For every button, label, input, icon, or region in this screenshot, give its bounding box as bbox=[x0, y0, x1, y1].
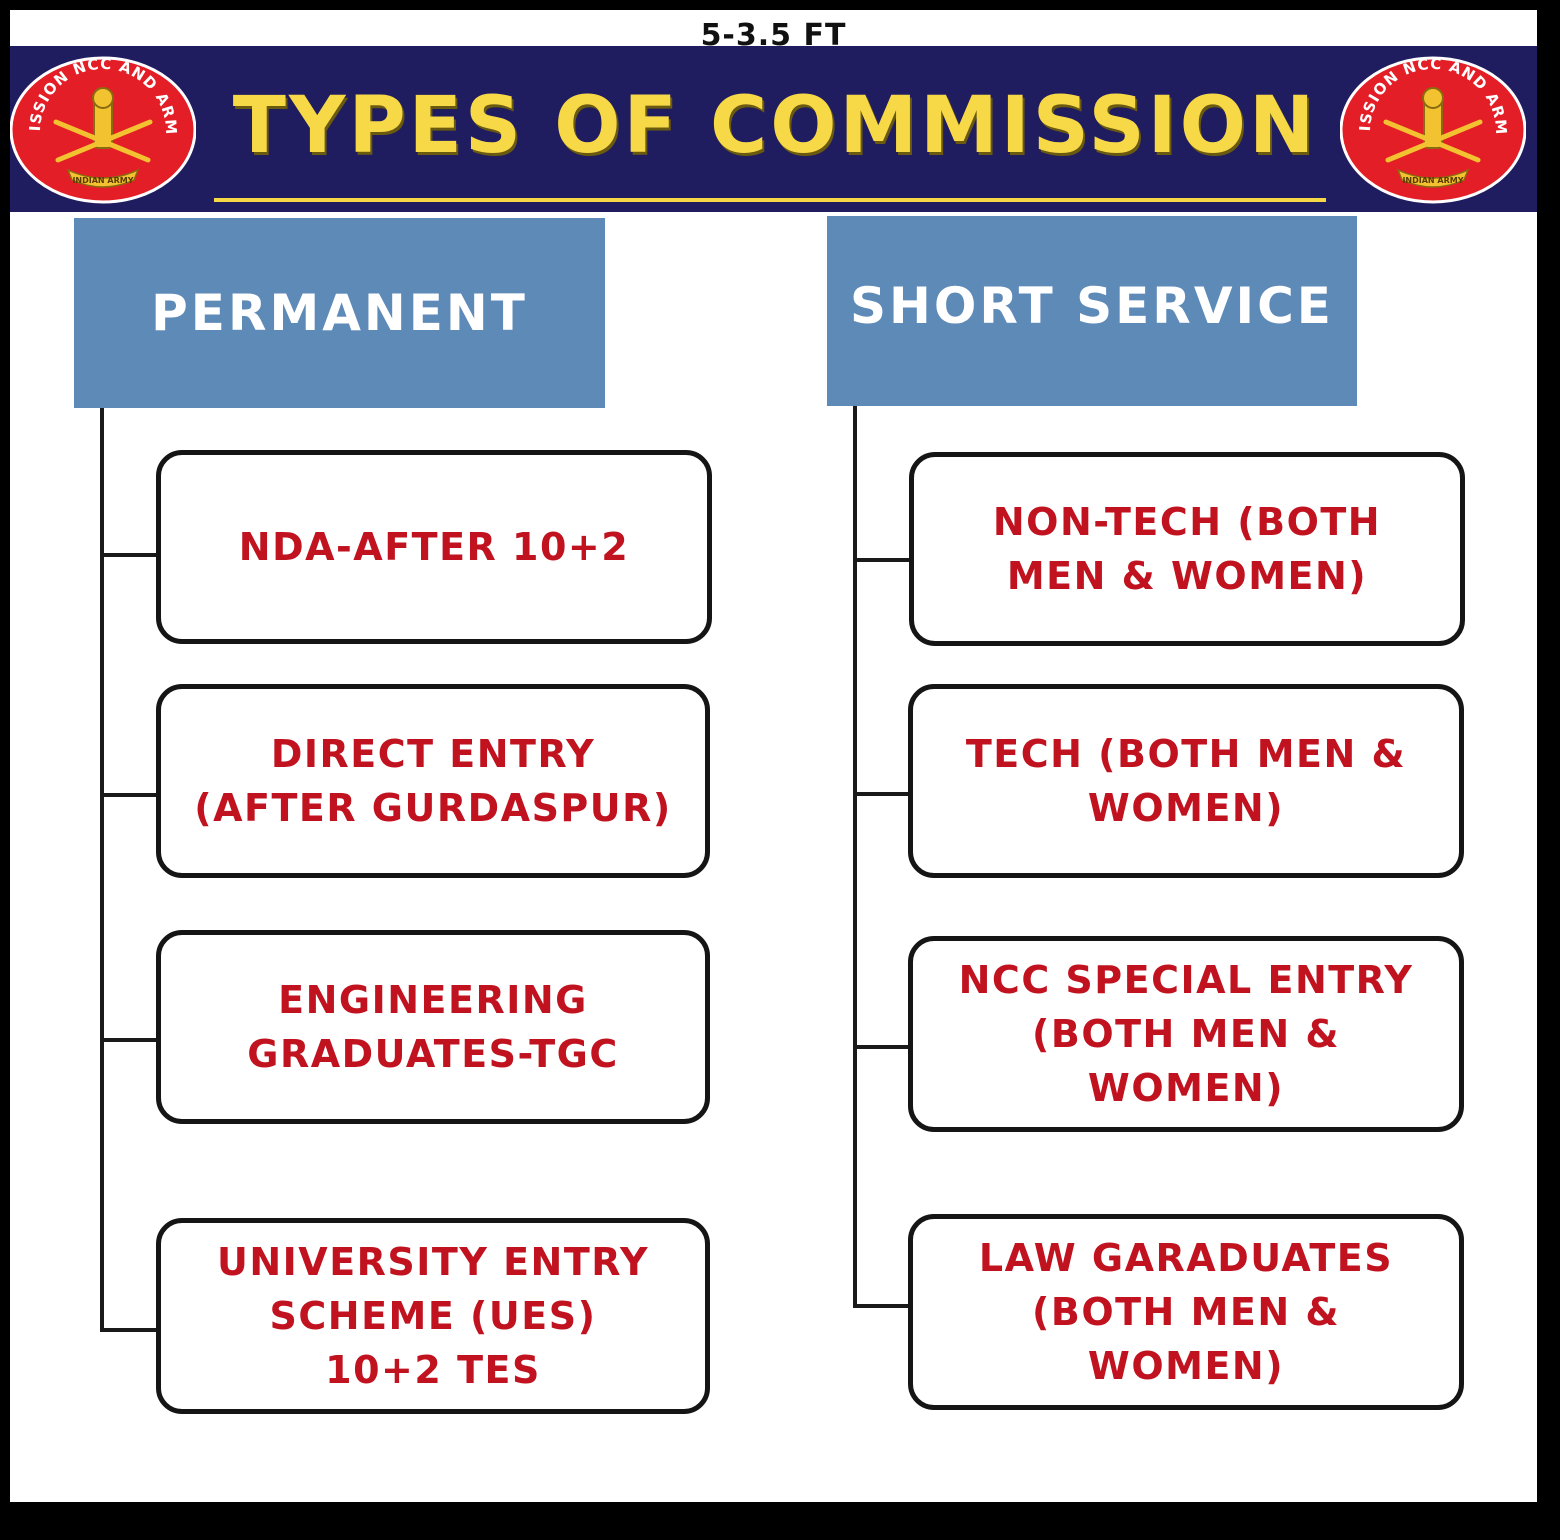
connector-branch bbox=[100, 1328, 158, 1332]
commission-item: NCC SPECIAL ENTRY (BOTH MEN & WOMEN) bbox=[908, 936, 1464, 1132]
commission-item: NON-TECH (BOTH MEN & WOMEN) bbox=[909, 452, 1465, 646]
emblem-scroll-text: INDIAN ARMY bbox=[1402, 176, 1463, 185]
commission-item: NDA-AFTER 10+2 bbox=[156, 450, 712, 644]
connector-branch bbox=[853, 1304, 911, 1308]
connector-branch bbox=[853, 792, 911, 796]
connector-branch bbox=[100, 1038, 158, 1042]
connector-branch bbox=[853, 1045, 911, 1049]
connector-trunk-permanent bbox=[100, 408, 104, 1332]
army-emblem-right-icon: MISSION NCC AND ARMY INDIAN ARMY bbox=[1340, 54, 1526, 204]
title-banner: MISSION NCC AND ARMY INDIAN ARMY TYPES O… bbox=[10, 46, 1537, 212]
title-underline bbox=[214, 198, 1326, 202]
connector-trunk-short-service bbox=[853, 406, 857, 1308]
header-permanent: PERMANENT bbox=[74, 218, 605, 408]
connector-branch bbox=[853, 558, 911, 562]
connector-branch bbox=[100, 793, 158, 797]
poster-sheet: 5-3.5 FT MISSION NCC AND ARMY INDIAN ARM… bbox=[10, 10, 1537, 1502]
emblem-scroll-text: INDIAN ARMY bbox=[72, 176, 133, 185]
commission-item: DIRECT ENTRY (AFTER GURDASPUR) bbox=[156, 684, 710, 878]
commission-item: ENGINEERING GRADUATES-TGC bbox=[156, 930, 710, 1124]
commission-item: TECH (BOTH MEN & WOMEN) bbox=[908, 684, 1464, 878]
connector-branch bbox=[100, 553, 158, 557]
page-title: TYPES OF COMMISSION bbox=[232, 81, 1318, 171]
army-emblem-left-icon: MISSION NCC AND ARMY INDIAN ARMY bbox=[10, 54, 196, 204]
commission-item: UNIVERSITY ENTRY SCHEME (UES) 10+2 TES bbox=[156, 1218, 710, 1414]
header-short-service: SHORT SERVICE bbox=[827, 216, 1357, 406]
commission-item: LAW GARADUATES (BOTH MEN & WOMEN) bbox=[908, 1214, 1464, 1410]
